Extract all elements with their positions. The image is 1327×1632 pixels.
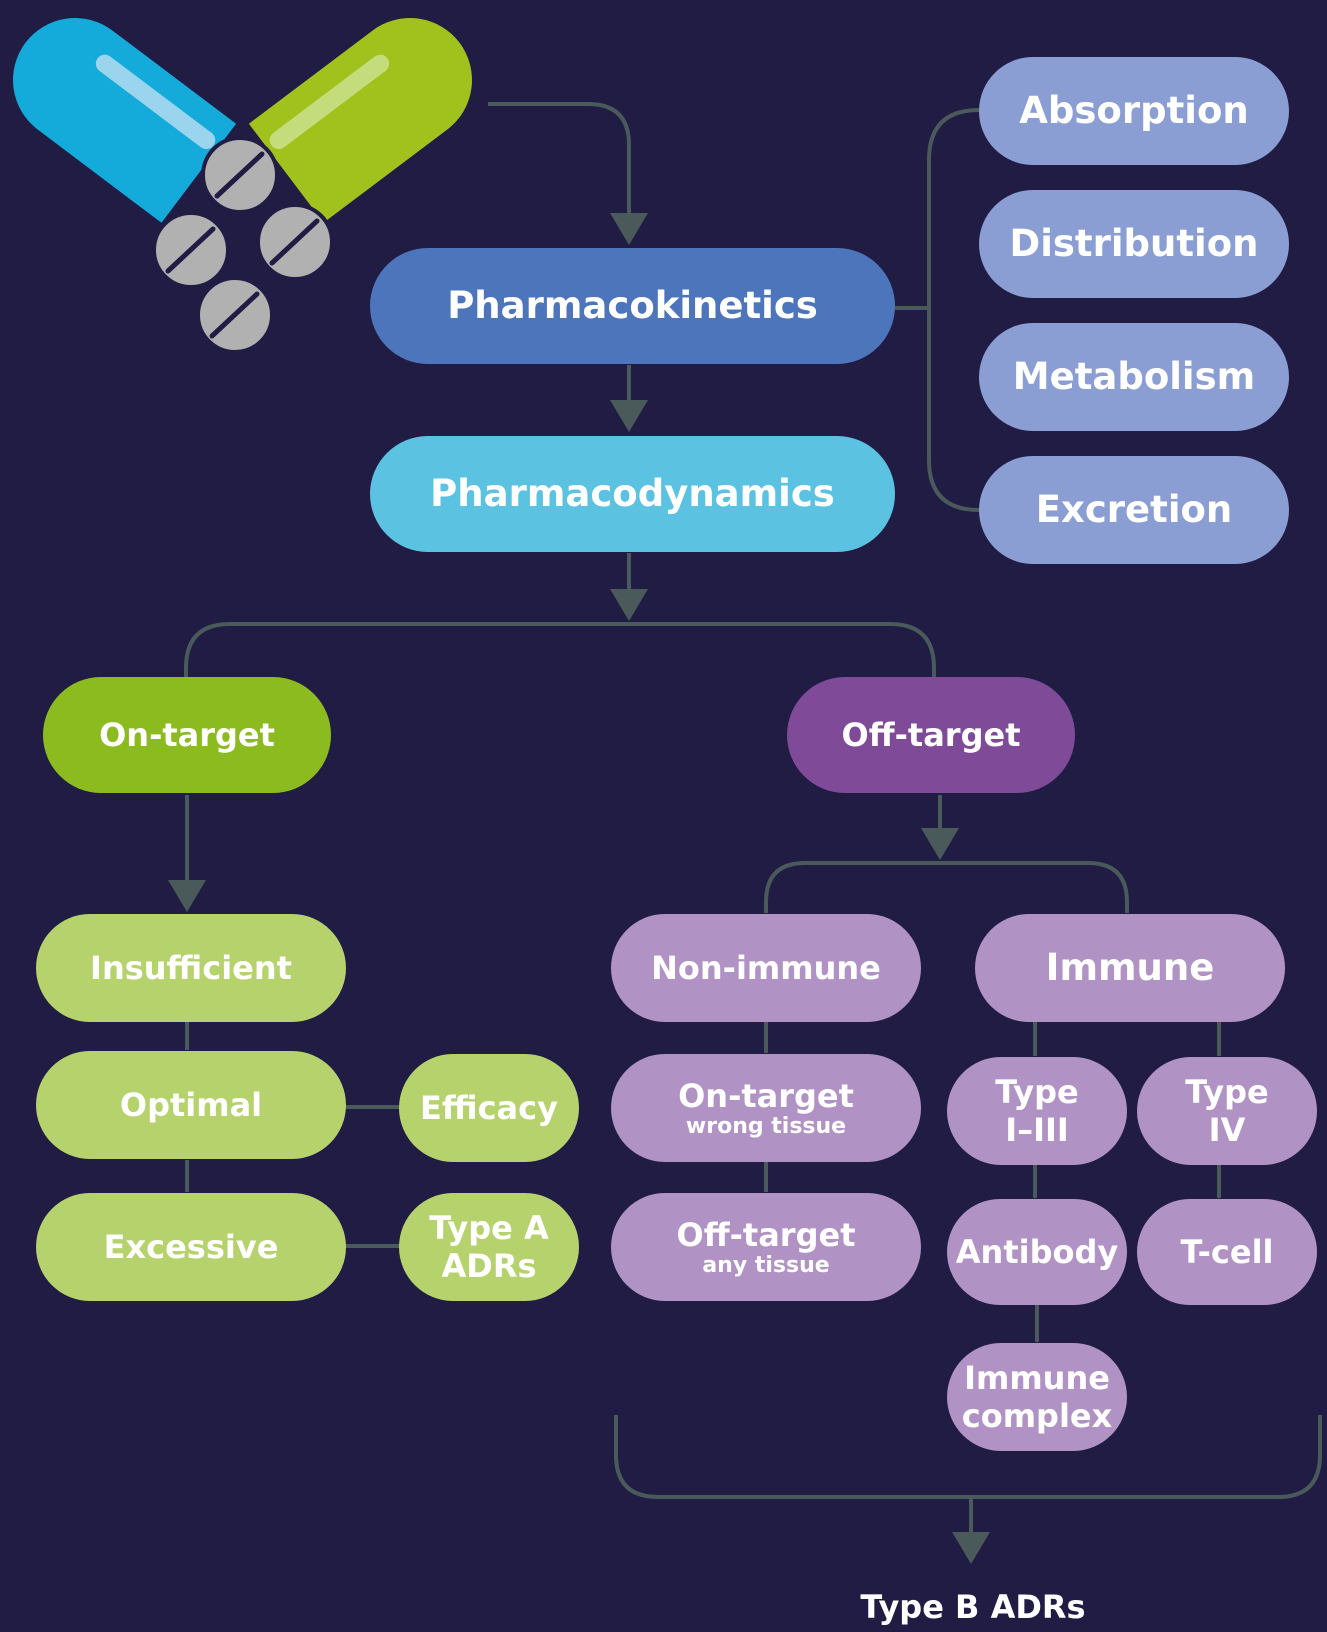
non-immune-label: Non-immune (651, 948, 881, 987)
off-target-any-tissue-label: Off-target (676, 1215, 856, 1254)
pharmacokinetics-label: Pharmacokinetics (447, 283, 818, 327)
excretion-label: Excretion (1035, 487, 1233, 531)
on-target-wrong-tissue-node: On-target wrong tissue (611, 1054, 921, 1162)
antibody-label: Antibody (955, 1232, 1119, 1271)
on-target-node: On-target (43, 677, 331, 793)
non-immune-node: Non-immune (611, 914, 921, 1022)
type-b-adrs-label: Type B ADRs (860, 1588, 1086, 1626)
on-target-label: On-target (99, 715, 275, 754)
excretion-node: Excretion (979, 456, 1289, 564)
t-cell-node: T-cell (1137, 1199, 1317, 1305)
t-cell-label: T-cell (1180, 1232, 1274, 1271)
type-a-adrs-node: Type A ADRs (399, 1193, 579, 1301)
excessive-label: Excessive (103, 1227, 279, 1266)
immune-node: Immune (975, 914, 1285, 1022)
off-target-any-tissue-sublabel: any tissue (702, 1253, 830, 1279)
insufficient-node: Insufficient (36, 914, 346, 1022)
metabolism-node: Metabolism (979, 323, 1289, 431)
excessive-node: Excessive (36, 1193, 346, 1301)
absorption-label: Absorption (1019, 88, 1249, 132)
type-iv-node: Type IV (1137, 1057, 1317, 1165)
pharmacodynamics-node: Pharmacodynamics (370, 436, 895, 552)
antibody-node: Antibody (947, 1199, 1127, 1305)
off-target-any-tissue-node: Off-target any tissue (611, 1193, 921, 1301)
on-target-wrong-tissue-label: On-target (678, 1076, 854, 1115)
metabolism-label: Metabolism (1012, 354, 1256, 398)
type-a-adrs-label: Type A ADRs (429, 1208, 549, 1285)
type-iv-label: Type IV (1185, 1072, 1269, 1149)
absorption-node: Absorption (979, 57, 1289, 165)
off-target-node: Off-target (787, 677, 1075, 793)
optimal-node: Optimal (36, 1051, 346, 1159)
immune-complex-node: Immune complex (947, 1343, 1127, 1451)
type-i-iii-node: Type I–III (947, 1057, 1127, 1165)
on-target-wrong-tissue-sublabel: wrong tissue (685, 1114, 847, 1140)
efficacy-node: Efficacy (399, 1054, 579, 1162)
pharmacodynamics-label: Pharmacodynamics (430, 471, 835, 515)
distribution-label: Distribution (1009, 221, 1259, 265)
immune-label: Immune (1045, 945, 1215, 989)
insufficient-label: Insufficient (90, 948, 292, 987)
distribution-node: Distribution (979, 190, 1289, 298)
type-i-iii-label: Type I–III (995, 1072, 1079, 1149)
medicine-capsule-and-tablets-icon (13, 18, 472, 354)
efficacy-label: Efficacy (420, 1088, 558, 1127)
off-target-label: Off-target (841, 715, 1021, 754)
immune-complex-label: Immune complex (961, 1358, 1113, 1435)
pharmacokinetics-node: Pharmacokinetics (370, 248, 895, 364)
optimal-label: Optimal (119, 1085, 263, 1124)
